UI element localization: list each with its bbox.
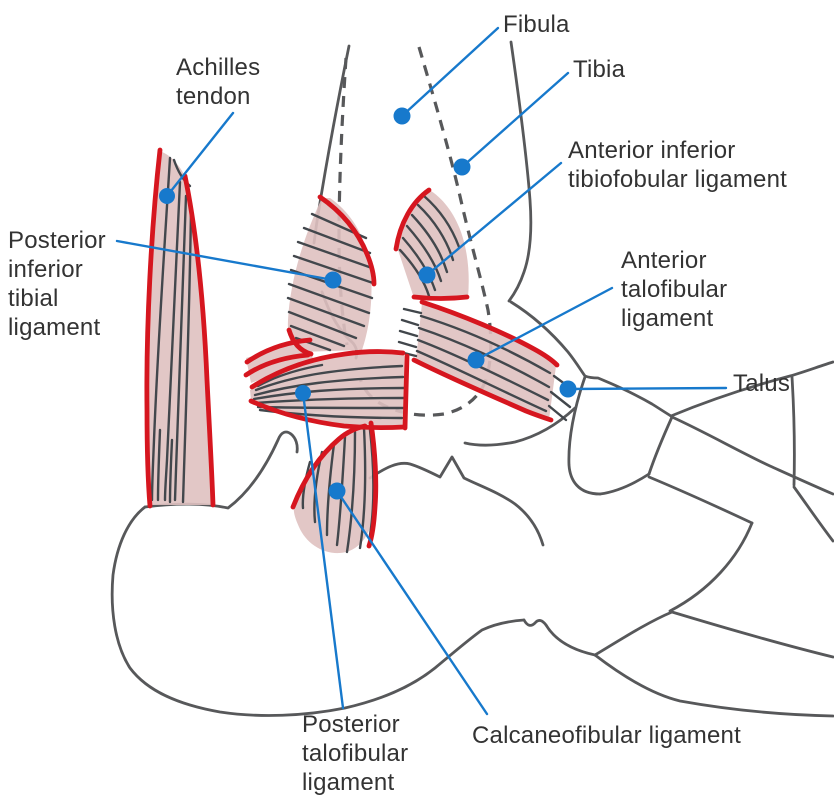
label-talus: Talus [733,370,791,397]
label-anterior-inferior-tibiofibular-ligament: Anterior inferior tibiofobular ligament [568,137,787,193]
label-tibia: Tibia [573,56,626,83]
bone-outlines [110,40,834,718]
anchor-dots [159,107,577,500]
ligament-red-edges [144,147,560,549]
label-posterior-talofibular-ligament: Posterior talofibular ligament [302,711,409,796]
label-fibula: Fibula [503,11,570,38]
label-calcaneofibular-ligament: Calcaneofibular ligament [472,722,741,749]
label-achilles-tendon: Achilles tendon [176,54,261,110]
label-posterior-inferior-tibial-ligament: Posterior inferior tibial ligament [8,227,106,341]
leader-lines [115,26,728,716]
label-anterior-talofibular-ligament: Anterior talofibular ligament [621,247,728,332]
